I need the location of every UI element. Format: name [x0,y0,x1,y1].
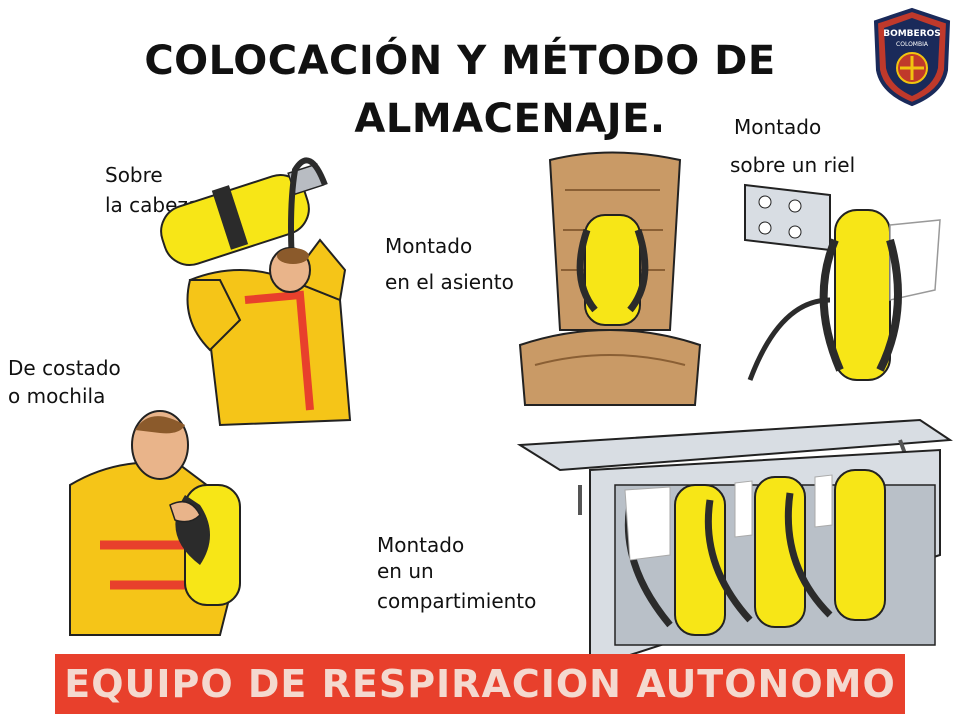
shield-icon: BOMBEROS COLOMBIA [873,7,951,107]
logo-text-bottom: COLOMBIA [896,41,929,48]
footer-banner: EQUIPO DE RESPIRACION AUTONOMO [55,654,905,714]
label-side: De costado o mochila [8,354,121,410]
label-overhead-line-1: Sobre [105,163,163,187]
illustration-seat [518,151,702,406]
label-side-line-1: De costado [8,356,121,380]
bomberos-logo: BOMBEROS COLOMBIA [872,7,952,107]
title-line-1: COLOCACIÓN Y MÉTODO DE [144,38,776,84]
title-line-2: ALMACENAJE. [354,96,666,142]
label-seat-line-2: en el asiento [385,270,514,294]
label-seat-line-1: Montado [385,234,473,258]
page-title: COLOCACIÓN Y MÉTODO DE ALMACENAJE. [100,32,820,148]
label-rail: Montado sobre un riel [730,108,855,184]
label-side-line-2: o mochila [8,384,106,408]
label-compartment: Montado en un compartimiento [377,530,536,616]
logo-text-top: BOMBEROS [883,29,941,39]
illustration-compartment [516,418,953,656]
label-rail-line-2: sobre un riel [730,153,856,177]
illustration-rail [744,183,941,381]
label-compartment-line-1: Montado [377,533,465,557]
label-compartment-line-3: compartimiento [377,589,537,613]
illustration-side [69,410,242,636]
illustration-overhead [160,157,352,427]
footer-banner-text: EQUIPO DE RESPIRACION AUTONOMO [64,662,896,706]
label-rail-line-1: Montado [734,115,822,139]
label-seat: Montado en el asiento [385,228,514,300]
label-compartment-line-2: en un [377,559,434,583]
